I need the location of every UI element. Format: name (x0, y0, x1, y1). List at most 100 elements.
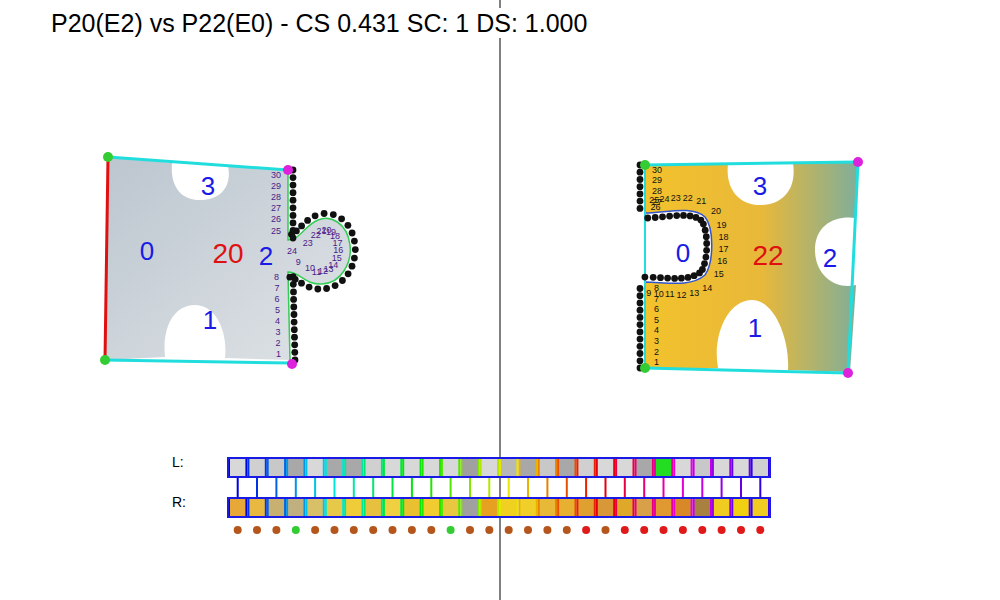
edge-number: 2 (259, 243, 273, 269)
right-cell (558, 498, 575, 517)
corner-dot (640, 160, 650, 170)
left-cell (519, 458, 536, 477)
right-cell (636, 498, 653, 517)
contour-dot (290, 212, 297, 219)
match-line (663, 477, 665, 498)
right-cell (752, 498, 769, 517)
score-dot (234, 526, 242, 534)
contour-dot (637, 169, 644, 176)
point-index: 20 (711, 207, 721, 216)
contour-dot (637, 329, 644, 336)
score-dot (253, 526, 261, 534)
contour-dot (642, 274, 649, 281)
piece-number: 22 (752, 242, 783, 270)
right-cell (287, 498, 304, 517)
point-index: 2 (654, 348, 659, 357)
contour-dot (637, 191, 644, 198)
point-index: 17 (719, 245, 729, 254)
corner-dot (843, 368, 853, 378)
corner-dot (283, 165, 293, 175)
right-cell (616, 498, 633, 517)
contour-dot (352, 246, 359, 253)
right-cell (577, 498, 594, 517)
left-cell (500, 458, 517, 477)
score-dot (679, 526, 687, 534)
contour-dot (321, 210, 328, 217)
score-dot (563, 526, 571, 534)
contour-dot (652, 214, 659, 221)
match-line (256, 477, 258, 498)
score-dot (466, 526, 474, 534)
left-cell (713, 458, 730, 477)
point-index: 15 (714, 270, 724, 279)
right-cell (539, 498, 556, 517)
point-index: 12 (677, 291, 687, 300)
match-line (353, 477, 355, 498)
right-cell (713, 498, 730, 517)
contour-dot (703, 240, 710, 247)
left-cell (345, 458, 362, 477)
contour-dot (685, 274, 692, 281)
score-dot (408, 526, 416, 534)
left-cell (384, 458, 401, 477)
right-cell (500, 498, 517, 517)
score-dot (311, 526, 319, 534)
contour-dot (659, 213, 666, 220)
contour-dot (349, 263, 356, 270)
right-cell (306, 498, 323, 517)
score-dot (447, 526, 455, 534)
contour-dot (290, 197, 297, 204)
matched-edge (645, 165, 712, 368)
right-cell (423, 498, 440, 517)
left-cell (597, 458, 614, 477)
match-line (450, 477, 452, 498)
right-cell (655, 498, 672, 517)
point-index: 21 (696, 197, 706, 206)
point-index: 5 (275, 306, 280, 315)
left-cell (636, 458, 653, 477)
point-index: 26 (271, 215, 281, 224)
corner-dot (100, 355, 110, 365)
score-dot (272, 526, 280, 534)
point-index: 7 (274, 284, 279, 293)
contour-dot (637, 183, 644, 190)
strip-frame (228, 498, 770, 517)
point-index: 3 (275, 328, 280, 337)
contour-dot (703, 233, 710, 240)
score-dot (756, 526, 764, 534)
right-cell (403, 498, 420, 517)
point-index: 6 (275, 295, 280, 304)
contour-dot (339, 277, 346, 284)
contour-dot (312, 212, 319, 219)
contour-dot (290, 220, 297, 227)
contour-dot (650, 274, 657, 281)
contour-dot (637, 336, 644, 343)
row-label: L: (172, 455, 184, 469)
match-line (237, 477, 239, 498)
edge-number: 1 (748, 315, 762, 341)
contour-dot (637, 357, 644, 364)
right-cell (674, 498, 691, 517)
match-line (334, 477, 336, 498)
right-cell (442, 498, 459, 517)
strip-frame (228, 458, 770, 477)
contour-dot (702, 227, 709, 234)
right-cell (248, 498, 265, 517)
match-line (295, 477, 297, 498)
contour-dot (290, 289, 297, 296)
left-cell (694, 458, 711, 477)
contour-dot (703, 247, 710, 254)
left-cell (442, 458, 459, 477)
left-cell (752, 458, 769, 477)
left-cell (461, 458, 478, 477)
contour-dot (290, 174, 297, 181)
score-dot (737, 526, 745, 534)
score-dot (640, 526, 648, 534)
score-dot (505, 526, 513, 534)
score-dot (621, 526, 629, 534)
match-line (372, 477, 374, 498)
contour-dot (351, 255, 358, 262)
contour-dot (680, 212, 687, 219)
contour-dot (637, 307, 644, 314)
